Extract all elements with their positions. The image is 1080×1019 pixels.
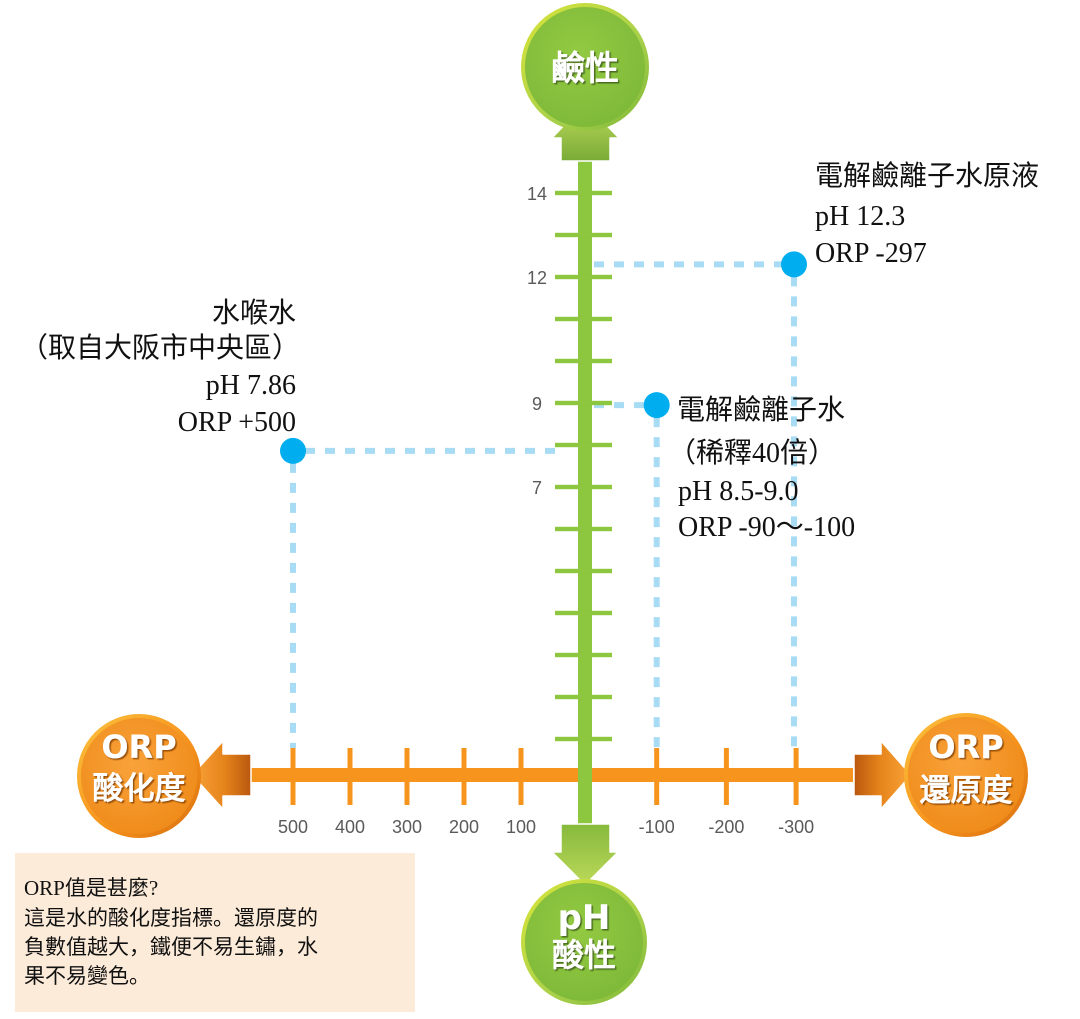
info-box-title: ORP值是甚麼? bbox=[24, 876, 158, 900]
orp-tick-label: 200 bbox=[449, 817, 479, 837]
ph-tick bbox=[555, 400, 612, 406]
arrow-left-icon bbox=[191, 740, 252, 810]
acidic-badge-line1: pH bbox=[558, 898, 611, 938]
arrow-down-icon bbox=[551, 823, 619, 886]
info-box-line: 負數值越大，鐵便不易生鏽，水 bbox=[24, 935, 318, 959]
ph-tick-label: 7 bbox=[532, 478, 542, 498]
ph-tick bbox=[555, 736, 612, 742]
data-point bbox=[781, 251, 808, 278]
acidic-badge: pH 酸性 bbox=[521, 879, 647, 1005]
ph-tick bbox=[555, 526, 612, 532]
ph-tick bbox=[555, 358, 612, 364]
ph-axis-ticks bbox=[555, 190, 612, 742]
ph-tick bbox=[555, 316, 612, 322]
point-label-orp: ORP -297 bbox=[815, 238, 927, 269]
point-label-note: （稀釋40倍） bbox=[668, 437, 836, 469]
data-point bbox=[280, 437, 306, 464]
alkaline-badge: 鹼性 bbox=[521, 3, 649, 131]
point-label-name: 電解鹼離子水原液 bbox=[815, 160, 1039, 192]
ph-tick bbox=[555, 232, 612, 238]
orp-tick bbox=[290, 748, 296, 805]
ph-axis-tick-labels: 14 12 9 7 bbox=[527, 184, 547, 498]
orp-tick-label: 400 bbox=[335, 817, 365, 837]
point-label-ph: pH 12.3 bbox=[815, 201, 905, 232]
orp-tick bbox=[723, 748, 729, 805]
orp-tick bbox=[404, 748, 410, 805]
orp-axis-tick-labels: 500 400 300 200 100 -100 -200 -300 bbox=[278, 817, 814, 837]
ph-axis: 14 12 9 7 bbox=[527, 158, 612, 826]
orp-tick-label: 100 bbox=[506, 817, 536, 837]
arrow-right-icon bbox=[853, 740, 912, 810]
ph-tick bbox=[555, 442, 612, 448]
orp-tick bbox=[461, 748, 467, 805]
ph-tick-label: 14 bbox=[527, 184, 547, 204]
ph-tick bbox=[555, 484, 612, 490]
info-box-background bbox=[15, 853, 415, 1012]
point-label-ph: pH 7.86 bbox=[206, 370, 296, 401]
orp-axis-ticks bbox=[290, 748, 799, 805]
ph-tick-label: 9 bbox=[532, 394, 542, 414]
ph-tick bbox=[555, 610, 612, 616]
orp-tick-label: 500 bbox=[278, 817, 308, 837]
ph-tick-label: 12 bbox=[527, 268, 547, 288]
reduction-badge: ORP 還原度 bbox=[904, 713, 1028, 837]
ph-tick bbox=[555, 568, 612, 574]
data-point bbox=[643, 392, 670, 419]
ph-axis-line bbox=[578, 158, 592, 826]
reduction-badge-line2: 還原度 bbox=[920, 773, 1013, 809]
point-label-name: 水喉水 bbox=[212, 297, 296, 329]
ph-tick bbox=[555, 274, 612, 280]
info-box-line: 果不易變色。 bbox=[24, 964, 150, 988]
orp-tick bbox=[347, 748, 353, 805]
point-label-diluted-alkaline-water: 電解鹼離子水 （稀釋40倍） pH 8.5-9.0 ORP -90～-100 bbox=[668, 394, 855, 543]
orp-tick-label: -200 bbox=[708, 817, 744, 837]
reduction-badge-line1: ORP bbox=[928, 728, 1003, 766]
orp-tick bbox=[654, 748, 660, 805]
acidic-badge-line2: 酸性 bbox=[552, 936, 616, 974]
ph-tick bbox=[555, 694, 612, 700]
point-label-ph: pH 8.5-9.0 bbox=[678, 476, 799, 507]
ph-tick bbox=[555, 652, 612, 658]
data-points bbox=[280, 251, 808, 464]
orp-axis-line bbox=[250, 768, 853, 782]
point-label-name: 電解鹼離子水 bbox=[677, 394, 845, 426]
orp-tick-label: -100 bbox=[639, 817, 675, 837]
info-box-line: 這是水的酸化度指標。還原度的 bbox=[24, 906, 318, 930]
alkaline-badge-label: 鹼性 bbox=[551, 49, 619, 89]
point-label-note: （取自大阪市中央區） bbox=[20, 332, 300, 364]
orp-tick bbox=[793, 748, 799, 805]
orp-tick-label: -300 bbox=[778, 817, 814, 837]
orp-tick bbox=[518, 748, 524, 805]
point-label-orp: ORP +500 bbox=[178, 407, 296, 438]
oxidation-badge: ORP 酸化度 bbox=[77, 714, 201, 838]
oxidation-badge-line2: 酸化度 bbox=[93, 771, 186, 807]
info-box: ORP值是甚麼? 這是水的酸化度指標。還原度的 負數值越大，鐵便不易生鏽，水 果… bbox=[15, 853, 415, 1012]
point-label-orp: ORP -90～-100 bbox=[678, 512, 855, 543]
oxidation-badge-line1: ORP bbox=[101, 728, 176, 766]
orp-axis: 500 400 300 200 100 -100 -200 -300 bbox=[250, 748, 853, 837]
orp-tick-label: 300 bbox=[392, 817, 422, 837]
ph-tick bbox=[555, 190, 612, 196]
arrow-up-icon bbox=[551, 102, 620, 162]
point-label-alkaline-water-concentrate: 電解鹼離子水原液 pH 12.3 ORP -297 bbox=[815, 160, 1039, 269]
point-label-tap-water: 水喉水 （取自大阪市中央區） pH 7.86 ORP +500 bbox=[20, 297, 300, 438]
